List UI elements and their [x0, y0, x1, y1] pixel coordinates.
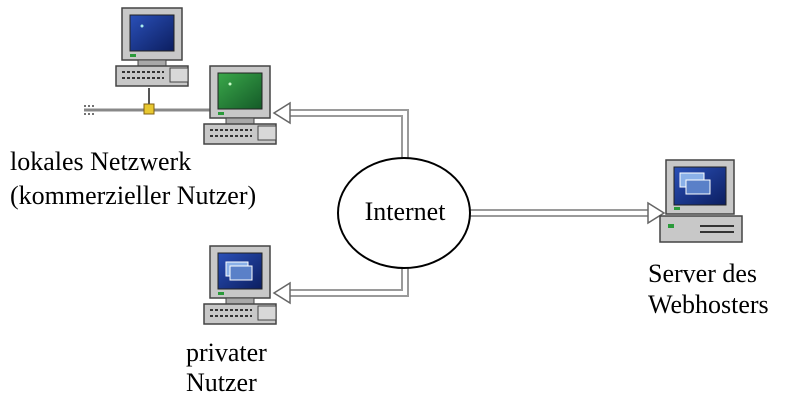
- internet-cloud: [337, 157, 471, 269]
- lan-label: lokales Netzwerk: [10, 147, 192, 176]
- private-user-label: privater: [186, 338, 267, 367]
- arrow-to-private: [272, 281, 291, 305]
- arrow-to-server: [647, 201, 666, 225]
- desktop-computer-icon: [203, 245, 277, 325]
- internet-label: Internet: [364, 197, 446, 226]
- bus-connector: [143, 103, 155, 115]
- arrowheads: [272, 101, 666, 305]
- server-sublabel: Webhosters: [648, 290, 769, 319]
- lan-sublabel: (kommerzieller Nutzer): [10, 181, 257, 210]
- lan-bus: [84, 88, 212, 115]
- server-icon: [659, 159, 743, 243]
- arrow-to-lan: [272, 101, 291, 125]
- server-label: Server des: [648, 259, 758, 288]
- private-user-sublabel: Nutzer: [186, 368, 257, 397]
- desktop-computer-icon: [115, 7, 189, 87]
- desktop-computer-icon: [203, 65, 277, 145]
